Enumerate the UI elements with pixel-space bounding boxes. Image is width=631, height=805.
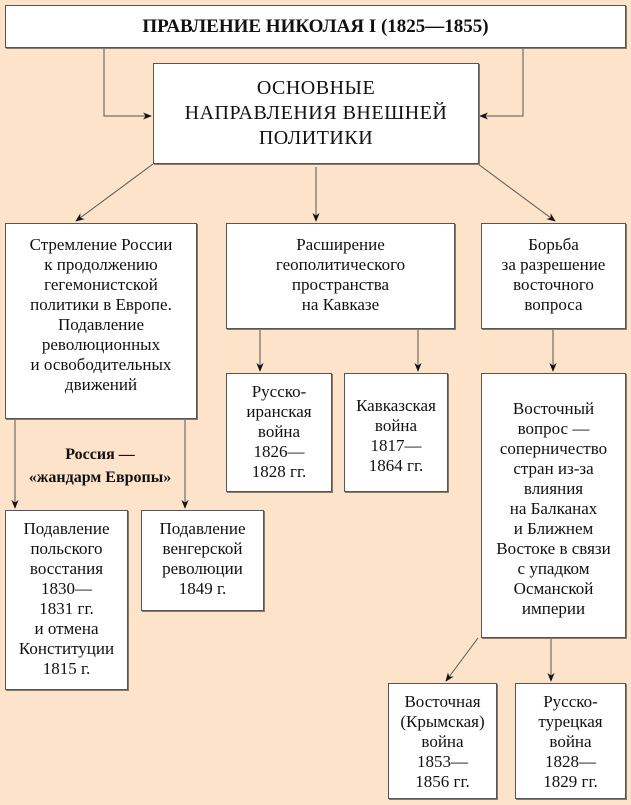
gendarme-label: Россия — «жандарм Европы» <box>28 446 172 486</box>
hungarian-revolution-box: Подавление венгерской революции 1849 г. <box>141 510 264 611</box>
main-directions-box: ОСНОВНЫЕ НАПРАВЛЕНИЯ ВНЕШНЕЙ ПОЛИТИКИ <box>153 63 479 164</box>
caucasian-war-text: Кавказская война 1817— 1864 гг. <box>356 396 436 475</box>
crimean-war-box: Восточная (Крымская) война 1853— 1856 гг… <box>388 683 497 799</box>
arrow-center-europe <box>75 163 154 222</box>
caucasus-direction-text: Расширение геополитического пространства… <box>275 235 406 314</box>
europe-direction-text: Стремление России к продолжению гегемони… <box>29 235 173 394</box>
persian-war-box: Русско- иранская война 1826— 1828 гг. <box>226 373 332 492</box>
hungarian-revolution-text: Подавление венгерской революции 1849 г. <box>159 519 246 598</box>
europe-direction-box: Стремление России к продолжению гегемони… <box>5 223 197 419</box>
russo-turkish-war-text: Русско- турецкая война 1828— 1829 гг. <box>538 692 603 791</box>
main-directions-text: ОСНОВНЫЕ НАПРАВЛЕНИЯ ВНЕШНЕЙ ПОЛИТИКИ <box>184 77 448 149</box>
arrow-question-crimean <box>445 637 479 682</box>
title-box: ПРАВЛЕНИЕ НИКОЛАЯ I (1825—1855) <box>5 5 626 48</box>
eastern-question-text: Восточный вопрос — соперничество стран и… <box>496 399 611 618</box>
eastern-direction-text: Борьба за разрешение восточного вопроса <box>501 235 606 314</box>
crimean-war-text: Восточная (Крымская) война 1853— 1856 гг… <box>400 692 485 791</box>
russo-turkish-war-box: Русско- турецкая война 1828— 1829 гг. <box>515 683 626 799</box>
caucasian-war-box: Кавказская война 1817— 1864 гг. <box>344 373 448 492</box>
eastern-question-box: Восточный вопрос — соперничество стран и… <box>481 373 626 638</box>
polish-uprising-box: Подавление польского восстания 1830— 183… <box>5 510 128 690</box>
caucasus-direction-box: Расширение геополитического пространства… <box>226 223 455 329</box>
arrow-center-eastern <box>477 163 556 222</box>
title-text: ПРАВЛЕНИЕ НИКОЛАЯ I (1825—1855) <box>142 15 489 37</box>
eastern-direction-box: Борьба за разрешение восточного вопроса <box>481 223 626 329</box>
arrow-title-right <box>479 47 524 120</box>
polish-uprising-text: Подавление польского восстания 1830— 183… <box>18 519 115 678</box>
arrow-title-left <box>103 47 152 120</box>
persian-war-text: Русско- иранская война 1826— 1828 гг. <box>246 382 312 481</box>
